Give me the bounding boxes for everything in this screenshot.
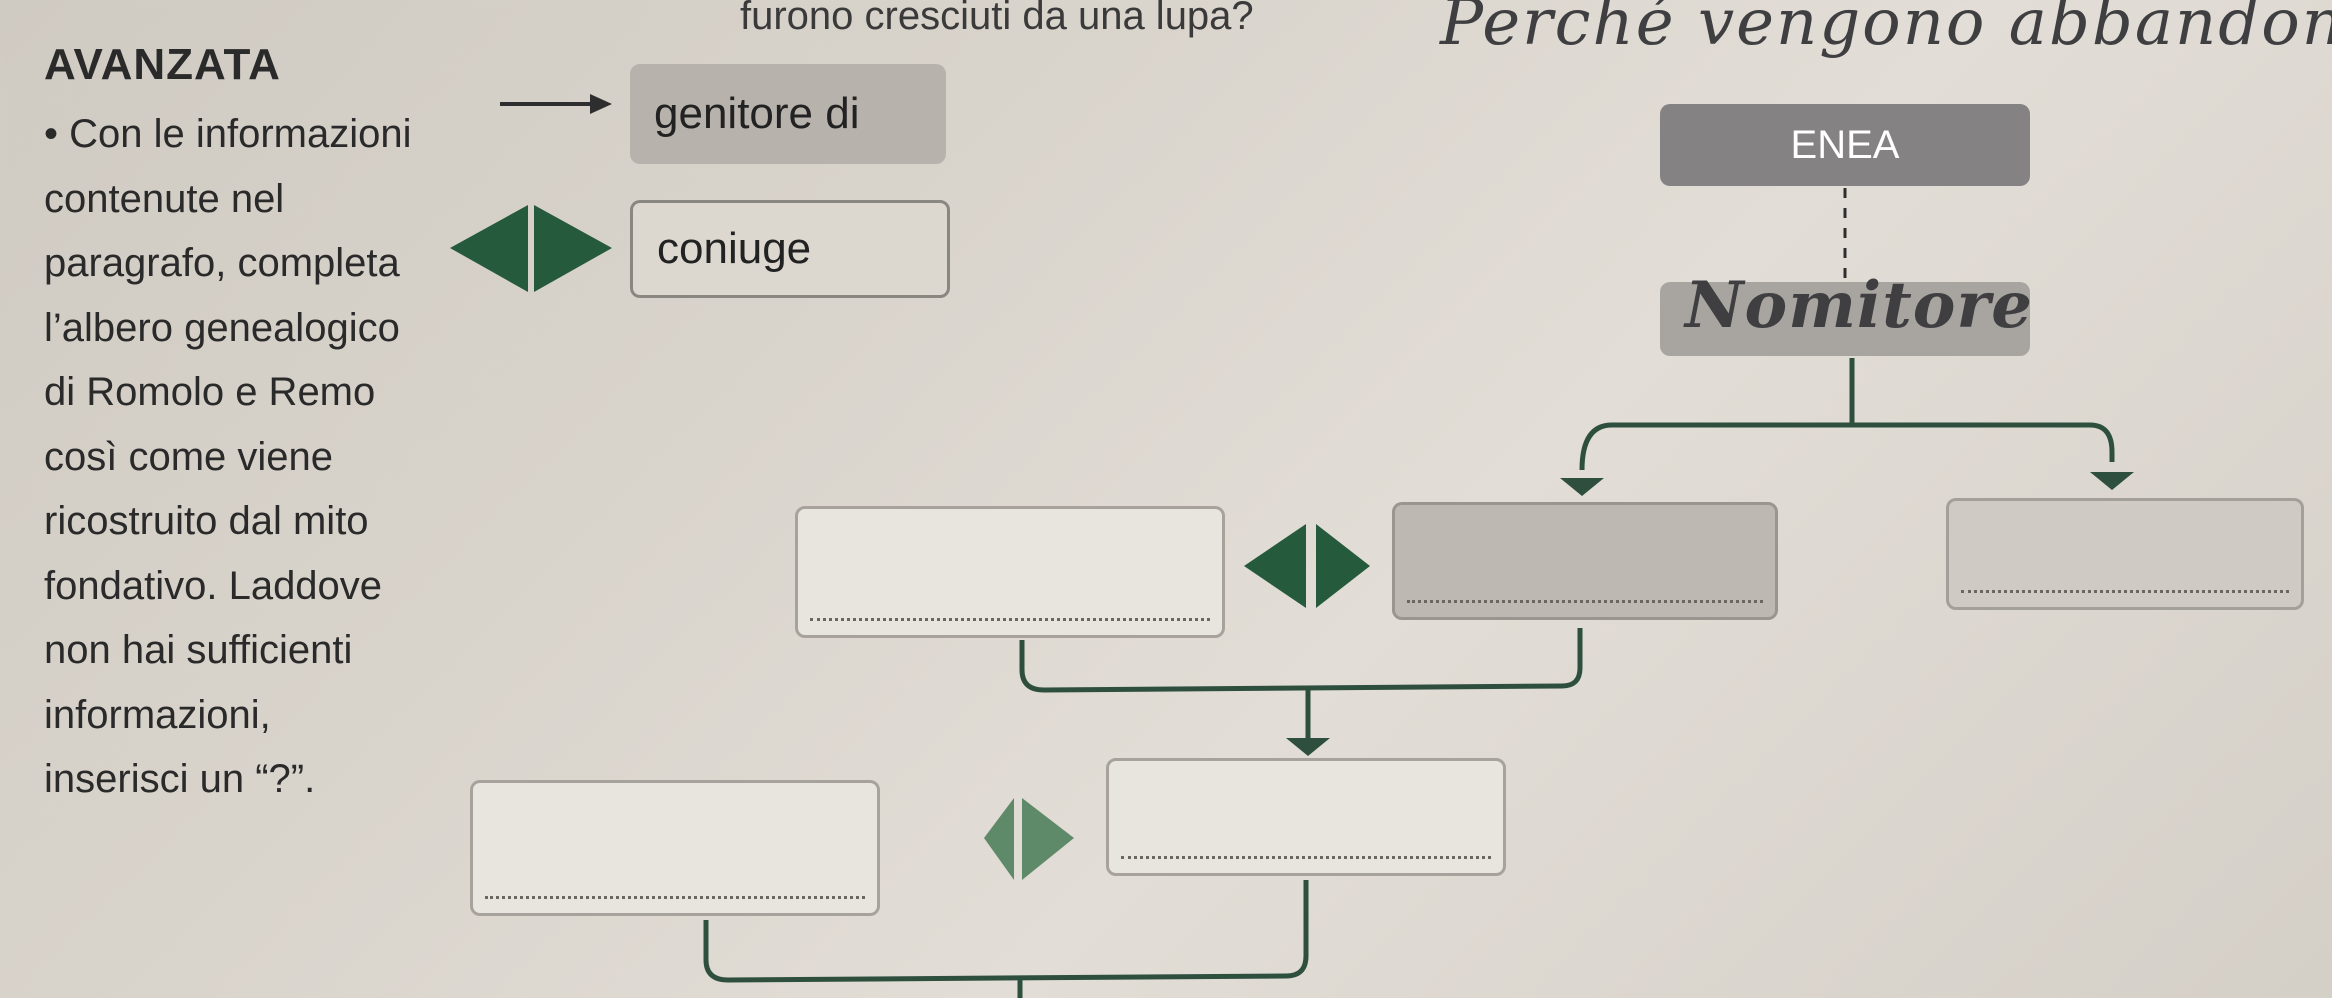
instructions-text: • Con le informazioni contenute nel para… — [44, 102, 444, 812]
instruction-line: fondativo. Laddove — [44, 563, 383, 608]
tree-blank-box-gen2-right[interactable] — [1946, 498, 2304, 610]
instruction-line: l’albero genealogico — [44, 305, 400, 350]
gen3-spouse-marker-icon — [984, 798, 1074, 880]
legend-spouse-marker-icon — [450, 205, 612, 292]
instruction-line: contenute nel — [44, 176, 285, 221]
gen2-spouse-marker-icon — [1244, 524, 1370, 608]
branch-arrow-right-icon — [2090, 472, 2134, 490]
gen2-couple-line — [1019, 628, 1583, 693]
legend-parent-label: genitore di — [630, 64, 946, 164]
tree-blank-box-gen2-left[interactable] — [795, 506, 1225, 638]
handwritten-nomitore: Nomitore — [1685, 268, 2033, 343]
tree-blank-box-gen3-right[interactable] — [1106, 758, 1506, 876]
gen3-couple-line — [703, 880, 1309, 983]
instruction-line: così come viene — [44, 434, 334, 479]
tree-root-enea: ENEA — [1660, 104, 2030, 186]
instruction-line: informazioni, — [44, 692, 271, 737]
tree-blank-box-gen3-left[interactable] — [470, 780, 880, 916]
instruction-line: di Romolo e Remo — [44, 370, 376, 414]
instruction-line: • Con le informazioni — [44, 112, 412, 156]
instruction-line: non hai sufficienti — [44, 628, 353, 672]
section-label: AVANZATA — [44, 40, 281, 89]
tree-blank-box-gen2-middle[interactable] — [1392, 502, 1778, 620]
top-question: furono cresciuti da una lupa? — [740, 0, 1254, 38]
instruction-line: paragrafo, completa — [44, 241, 400, 285]
instruction-line: inserisci un “?”. — [44, 757, 316, 801]
legend-parent-arrow-icon — [500, 94, 612, 114]
branch-arrow-left-icon — [1560, 478, 1604, 496]
descent-arrow-icon — [1286, 738, 1330, 756]
nomitore-branch-line — [1579, 422, 2115, 471]
legend-spouse-label: coniuge — [630, 200, 950, 298]
tree-nomitore-box[interactable] — [1660, 282, 2030, 356]
handwritten-answer: Perché vengono abbandonati — [1440, 0, 2332, 60]
instruction-line: ricostruito dal mito — [44, 499, 369, 543]
